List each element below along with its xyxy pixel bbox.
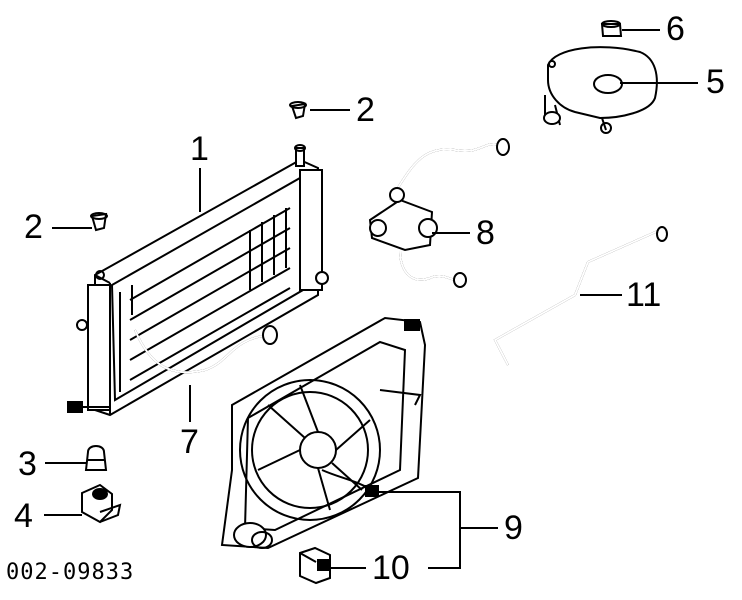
callout-11: 11 [626,276,662,314]
callout-4: 4 [14,497,33,535]
callout-5: 5 [706,63,725,101]
lower-radiator-hose [134,325,278,374]
lower-bracket [81,483,122,524]
callout-2-left: 2 [24,208,43,246]
callout-9: 9 [504,509,523,547]
overflow-hose [493,226,668,366]
fan-shroud-assembly [220,316,427,550]
callout-1: 1 [190,130,209,168]
leader-lines [44,29,698,569]
leader-9 [378,491,461,569]
coolant-reservoir [543,46,658,134]
callout-10: 10 [372,549,410,587]
callout-6: 6 [666,10,685,48]
catalog-number: 002-09833 [6,560,135,585]
lower-insulator [84,445,108,471]
radiator-grommet-upper [289,101,307,120]
heater-hose-thermostat [368,138,510,288]
callout-8: 8 [476,214,495,252]
fan-connector [299,546,331,585]
radiator [67,144,329,417]
callout-7: 7 [180,423,199,461]
radiator-grommet-left [90,212,108,232]
reservoir-cap [600,20,623,37]
callout-3: 3 [18,445,37,483]
callout-2-upper: 2 [356,91,375,129]
